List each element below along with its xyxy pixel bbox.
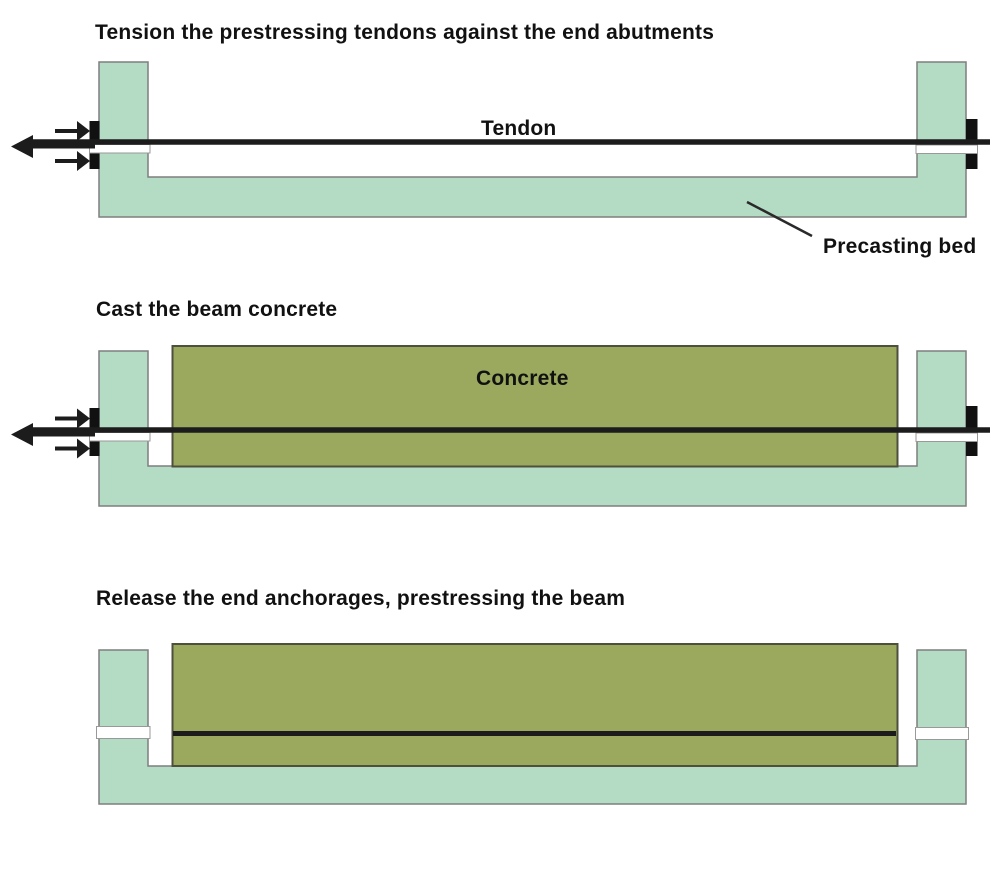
abutment-slot-right-1 [915,144,978,154]
abutment-slot-right-2 [915,432,978,442]
concrete-beam-2 [171,345,899,468]
reaction-arrow-top-2 [55,408,90,429]
step-2-cast-concrete [11,345,990,507]
tendon-label: Tendon [481,117,557,140]
reaction-arrow-bottom-1 [55,151,90,171]
precasting-bed-leader-line [746,200,813,238]
concrete-beam-3 [171,643,899,767]
abutment-slot-left-1 [89,144,151,154]
precasting-bed-label: Precasting bed [823,235,977,258]
jacking-force-arrow-left-2 [11,423,95,446]
arrowhead-left-icon [11,135,33,158]
abutment-slot-left-2 [89,432,151,442]
arrowhead-right-icon [77,438,90,459]
arrowhead-right-icon [77,151,90,171]
precasting-bed-shape-3 [98,649,967,805]
step-2-title: Cast the beam concrete [96,298,338,321]
reaction-arrow-bottom-2 [55,438,90,459]
arrowhead-right-icon [77,121,90,141]
abutment-slot-right-3 [915,727,969,740]
arrowhead-right-icon [77,408,90,429]
jacking-force-arrow-left-1 [11,135,95,158]
concrete-label: Concrete [476,367,569,390]
arrowhead-left-icon [11,423,33,446]
abutment-slot-left-3 [96,726,151,739]
reaction-arrow-top-1 [55,121,90,141]
step-3-title: Release the end anchorages, prestressing… [96,587,626,610]
step-1-tension-tendons [11,61,990,238]
step-3-release-anchorages [96,643,969,805]
step-1-title: Tension the prestressing tendons against… [95,21,715,44]
precasting-bed-shape-1 [98,61,967,218]
